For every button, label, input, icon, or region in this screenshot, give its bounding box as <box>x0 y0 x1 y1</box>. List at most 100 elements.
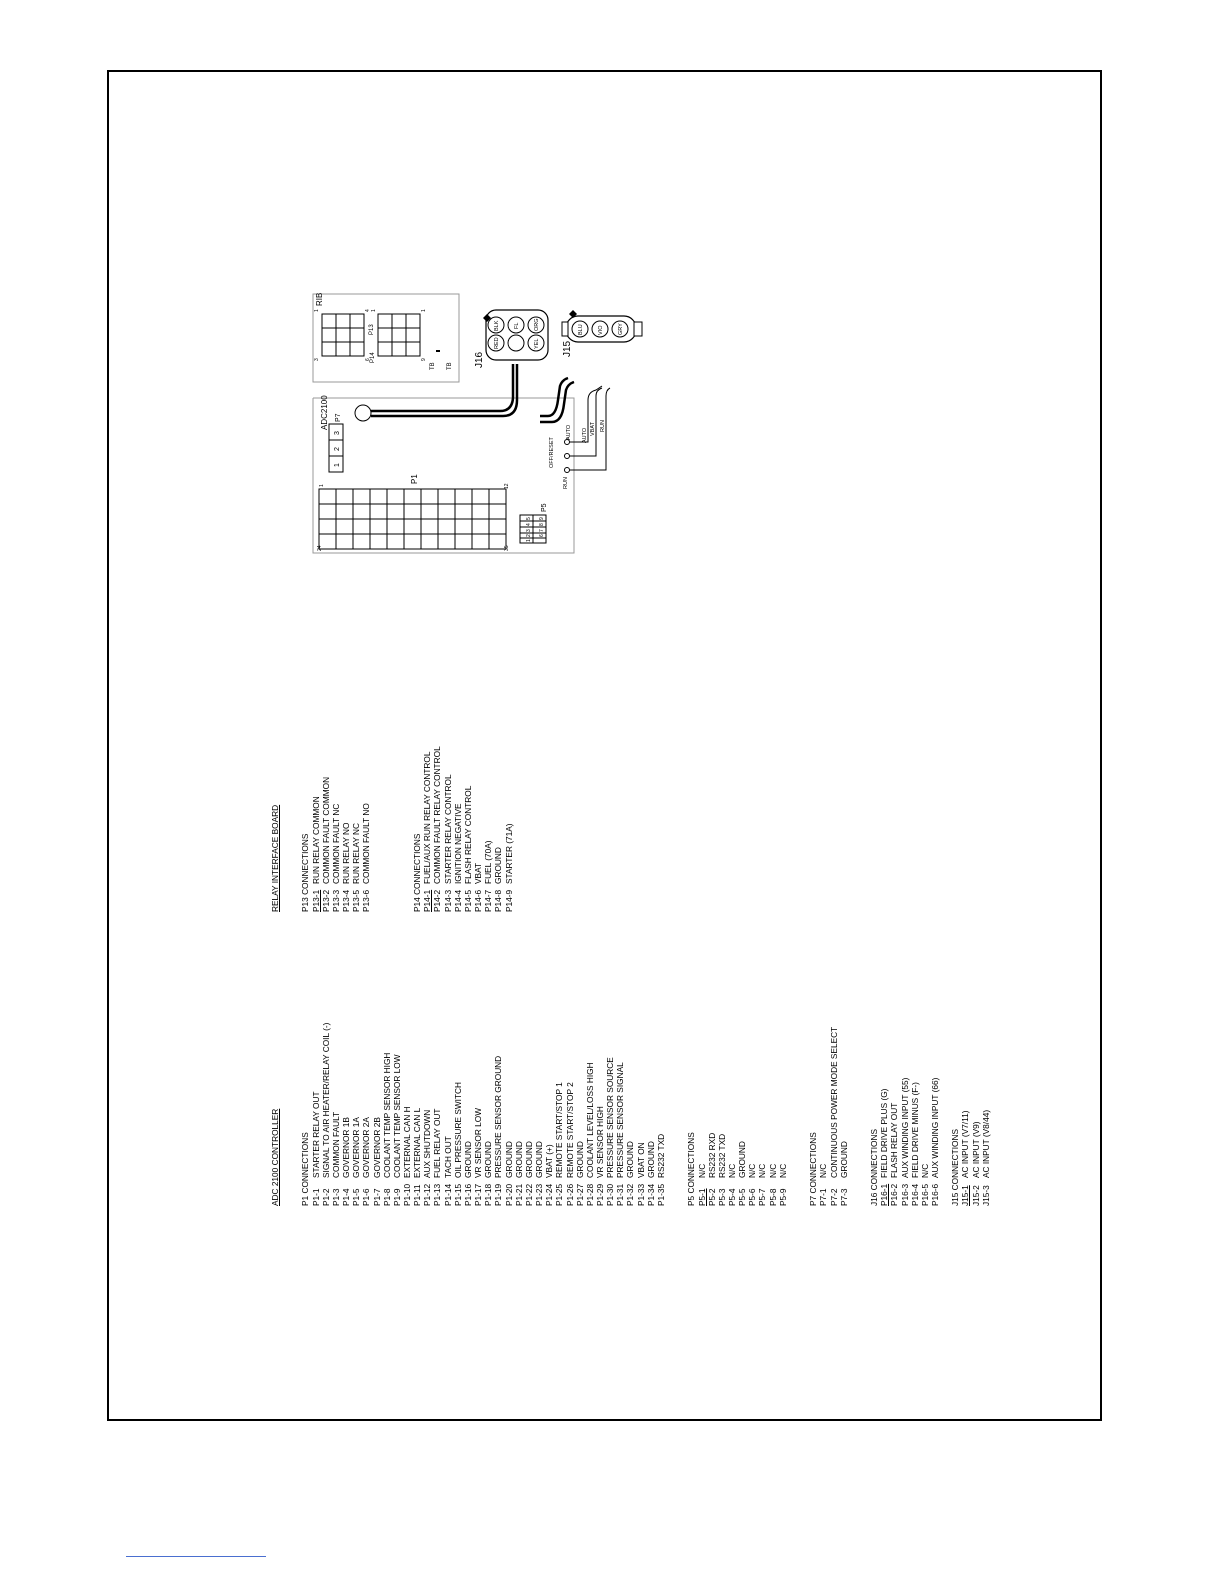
pin-description: GROUND <box>503 1141 514 1178</box>
p7-label: P7 <box>335 413 342 422</box>
pin-id: P1-8 <box>381 1188 392 1206</box>
pin-id: P1-6 <box>361 1188 372 1206</box>
pin-id: P1-31 <box>615 1183 626 1206</box>
pin-description: IGNITION NEGATIVE <box>452 803 463 884</box>
pin-id: P14-7 <box>483 889 494 912</box>
pin-description: FIELD DRIVE MINUS (F-) <box>909 1082 920 1178</box>
pin-id: P1-14 <box>442 1183 453 1206</box>
pin-id: P14-3 <box>442 889 453 912</box>
pin-description: EXTERNAL CAN H <box>402 1106 412 1178</box>
pin-description: AC INPUT (V7/11) <box>960 1110 971 1178</box>
adc-controller-title: ADC 2100 CONTROLLER <box>270 1108 280 1206</box>
p13-label: P13 <box>369 324 375 335</box>
pin-description: TACH OUT <box>442 1136 453 1178</box>
pin-description: GOVERNOR 1A <box>351 1117 362 1178</box>
j16-plug: RED BLK FL YEL ORG J16 <box>474 309 549 368</box>
p13-grid <box>321 313 365 357</box>
j15-plug: BLU VIO GRY J15 <box>561 310 643 357</box>
rib-corner-3: 3 <box>314 358 320 361</box>
pin-description: REMOTE START/STOP 1 <box>554 1082 565 1178</box>
pin-description: GROUND <box>462 1141 473 1178</box>
pin-id: P1-23 <box>534 1183 545 1206</box>
j15-pin-vio <box>591 320 609 338</box>
j15-pin-blu-label: BLU <box>578 324 584 335</box>
switch-label-off-reset: OFF/RESET <box>549 436 555 468</box>
rib-corner-1: 1 <box>314 309 320 312</box>
pin-id: P1-1 <box>310 1188 321 1206</box>
pin-id: P1-34 <box>645 1183 656 1206</box>
pin-id: P5-7 <box>757 1188 768 1206</box>
pin-description: RS232 TXD <box>716 1133 727 1178</box>
adc-label: ADC2100 <box>320 395 329 430</box>
p5-connector: P5 5 4 3 2 1 9 8 7 6 <box>519 503 548 544</box>
pin-description: FUEL RELAY OUT <box>432 1108 443 1178</box>
p5-pin-7: 7 <box>539 529 545 532</box>
pin-description: STARTER RELAY OUT <box>310 1091 321 1178</box>
pin-id: P14-4 <box>452 889 463 912</box>
pin-description: AUX WINDING INPUT (55) <box>899 1077 910 1178</box>
pin-description: PRESSURE SENSOR GROUND <box>493 1055 504 1178</box>
switch-label-auto: AUTO <box>566 424 572 440</box>
pin-id: P13-4 <box>341 889 352 912</box>
pin-description: COMMON FAULT NC <box>330 803 341 884</box>
p1-connector <box>318 488 507 550</box>
pin-id: P1-16 <box>462 1183 473 1206</box>
p13-header: P13 CONNECTIONS <box>300 833 311 912</box>
pin-description: PRESSURE SENSOR SOURCE <box>605 1057 616 1178</box>
rib-tag-bottom: TB <box>447 362 453 370</box>
pin-id: P16-5 <box>919 1183 930 1206</box>
pin-id: P1-11 <box>412 1184 423 1206</box>
pin-description: OIL PRESSURE SWITCH <box>452 1081 463 1178</box>
pin-id: P7-2 <box>828 1188 839 1206</box>
pin-row: P1-9 COOLANT TEMP SENSOR LOW <box>392 1023 402 1206</box>
pin-id: P13-2 <box>320 889 331 912</box>
pin-id: P1-18 <box>483 1183 494 1206</box>
pin-description: COOLANT TEMP SENSOR LOW <box>391 1054 402 1178</box>
pin-id: P1-20 <box>503 1183 514 1206</box>
pin-description: VBAT <box>473 862 484 884</box>
pin-description: GROUND <box>534 1141 545 1178</box>
p5-pin-9: 9 <box>539 517 545 520</box>
pin-description: AC INPUT (V8/44) <box>980 1109 991 1178</box>
pin-description: GROUND <box>523 1141 534 1178</box>
pin-id: P1-10 <box>402 1183 412 1206</box>
pin-description: GROUND <box>737 1141 748 1178</box>
p5-pin-5: 5 <box>526 517 532 520</box>
p5-pin-4: 4 <box>526 523 532 526</box>
pin-row: P1-16 GROUND <box>463 1023 473 1206</box>
pin-description: FUEL (70A) <box>483 840 494 885</box>
pin-description: GROUND <box>645 1141 656 1178</box>
pin-description: FLASH RELAY OUT <box>889 1102 900 1178</box>
pin-id: P1-9 <box>391 1188 402 1206</box>
pin-id: P1-2 <box>320 1188 331 1206</box>
pin-description: N/C <box>757 1163 768 1178</box>
pin-description: STARTER (71A) <box>503 823 514 884</box>
pin-description: FUEL/AUX RUN RELAY CONTROL <box>422 751 433 884</box>
pin-description: RS232 RXD <box>706 1132 717 1178</box>
pin-id: P14-5 <box>462 889 473 912</box>
pin-description: PRESSURE SENSOR SIGNAL <box>615 1062 626 1178</box>
rib-tag-mark <box>436 350 440 352</box>
